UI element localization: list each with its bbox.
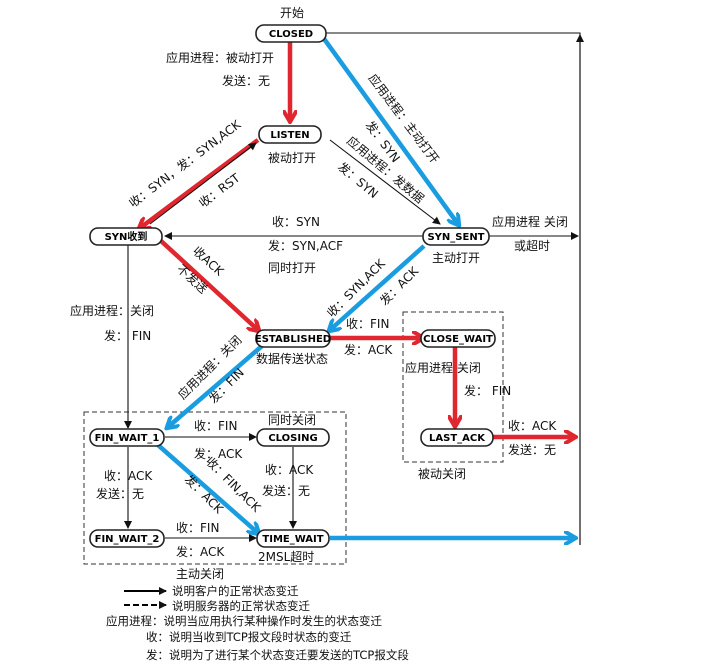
passive-open-app-label: 应用进程：被动打开 (166, 50, 274, 65)
simul-close-note: 同时关闭 (268, 413, 316, 427)
cw-send-label: 发： FIN (464, 383, 511, 398)
fw1-send-ack-label: 发：ACK (194, 446, 243, 461)
legend-rcv-text: 收：说明当收到TCP报文段时状态的变迁 (146, 630, 352, 644)
fw1-timewait-arrow (156, 443, 258, 533)
fw2-send-ack-label: 发：ACK (176, 544, 225, 559)
state-closed: CLOSED (255, 24, 327, 43)
svg-text:SYN_SENT: SYN_SENT (427, 232, 484, 243)
synrcvd-listen-rst-arrow (149, 142, 257, 225)
est-send-ack-label: 发：ACK (344, 342, 393, 357)
synsent-established-arrow (330, 244, 426, 330)
svg-text:TIME_WAIT: TIME_WAIT (262, 534, 323, 545)
svg-text:CLOSED: CLOSED (269, 29, 313, 40)
svg-text:LAST_ACK: LAST_ACK (429, 433, 486, 444)
active-open-note: 主动打开 (432, 251, 480, 265)
state-last-ack: LAST_ACK (420, 428, 494, 447)
state-listen: LISTEN (258, 125, 322, 144)
state-closing: CLOSING (256, 428, 330, 447)
est-rcv-fin-label: 收：FIN (346, 317, 389, 331)
synsent-close-app-label: 应用进程 关闭 (492, 214, 568, 229)
svg-text:LISTEN: LISTEN (270, 130, 309, 141)
synsent-close-timeout-label: 或超时 (514, 238, 550, 253)
la-send-label: 发送：无 (508, 442, 556, 457)
svg-text:ESTABLISHED: ESTABLISHED (255, 334, 331, 345)
rcv-rst-label: 收：RST (196, 170, 243, 210)
closing-send-none-label: 发送：无 (262, 483, 310, 498)
simul-note: 同时打开 (268, 261, 316, 275)
established-fw1-arrow (168, 344, 264, 427)
passive-close-note: 被动关闭 (418, 467, 466, 481)
passive-close-region (402, 311, 504, 463)
fw1-rcv-fin-label: 收：FIN (194, 419, 237, 433)
closing-rcv-ack-label: 收：ACK (265, 463, 314, 477)
state-fin-wait-1: FIN_WAIT_1 (89, 428, 165, 447)
legend-client-text: 说明客户的正常状态变迁 (172, 584, 299, 598)
cw-app-label: 应用进程 关闭 (405, 360, 481, 375)
la-rcv-label: 收：ACK (508, 419, 557, 433)
simul-send-label: 发：SYN,ACF (268, 238, 343, 253)
svg-text:FIN_WAIT_1: FIN_WAIT_1 (95, 433, 160, 444)
legend-send-text: 发：说明为了进行某个状态变迁要发送的TCP报文段 (146, 648, 409, 662)
fw1-rcv-ack-label: 收：ACK (104, 469, 153, 483)
synrcvd-close-app-label: 应用进程：关闭 (70, 303, 154, 318)
state-established: ESTABLISHED (255, 329, 331, 348)
passive-open-note: 被动打开 (268, 151, 316, 165)
svg-text:SYN收到: SYN收到 (105, 230, 148, 243)
state-fin-wait-2: FIN_WAIT_2 (89, 529, 165, 548)
svg-text:CLOSE_WAIT: CLOSE_WAIT (423, 334, 493, 345)
svg-text:CLOSING: CLOSING (268, 433, 317, 444)
synrcvd-close-send-label: 发： FIN (104, 328, 151, 343)
established-note: 数据传送状态 (256, 351, 328, 366)
listen-synrcvd-arrow (140, 138, 260, 228)
synrcvd-established-arrow (158, 238, 258, 330)
state-close-wait: CLOSE_WAIT (420, 329, 496, 348)
fw1-send-none-label: 发送：无 (96, 486, 144, 501)
legend-app-text: 应用进程：说明当应用执行某种操作时发生的状态变迁 (106, 614, 382, 628)
state-syn-rcvd: SYN收到 (89, 227, 163, 246)
closed-synsent-arrow (320, 34, 458, 224)
state-syn-sent: SYN_SENT (422, 227, 490, 246)
active-close-region (83, 411, 347, 565)
fw2-rcv-fin-label: 收：FIN (176, 521, 219, 535)
msl-label: 2MSL超时 (258, 549, 314, 564)
simul-rcv-label: 收：SYN (272, 215, 320, 229)
svg-text:FIN_WAIT_2: FIN_WAIT_2 (95, 534, 160, 545)
state-time-wait: TIME_WAIT (256, 529, 330, 548)
active-close-note: 主动关闭 (176, 567, 224, 581)
passive-open-send-label: 发送：无 (222, 73, 270, 88)
listen-synsent-arrow (329, 139, 441, 225)
legend-server-text: 说明服务器的正常状态变迁 (172, 599, 310, 613)
start-label: 开始 (280, 6, 304, 20)
